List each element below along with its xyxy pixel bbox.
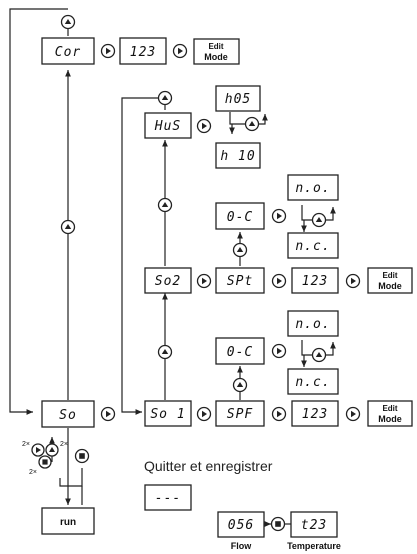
node-so2-oc: 0-C — [215, 202, 265, 230]
svg-text:Edit: Edit — [382, 404, 397, 413]
node-edit-mode-so1: Edit Mode — [367, 400, 413, 427]
node-so1-oc: 0-C — [215, 337, 265, 365]
up-arrow-circle-icon — [311, 347, 327, 363]
svg-text:Mode: Mode — [204, 52, 228, 62]
node-so2-value: 123 — [291, 267, 339, 294]
right-arrow-circle-icon — [271, 343, 287, 359]
svg-text:t23: t23 — [301, 518, 327, 533]
node-cor-value: 123 — [119, 37, 167, 65]
right-arrow-circle-icon — [196, 406, 212, 422]
svg-text:h 10: h 10 — [220, 149, 255, 164]
svg-text:056: 056 — [228, 518, 254, 533]
svg-text:0-C: 0-C — [227, 210, 253, 225]
node-cor: Cor — [41, 37, 95, 65]
quit-save-label: Quitter et enregistrer — [144, 458, 273, 474]
up-arrow-circle-icon — [311, 212, 327, 228]
svg-text:---: --- — [155, 491, 181, 506]
svg-text:123: 123 — [302, 274, 328, 289]
svg-text:Mode: Mode — [378, 281, 402, 291]
right-arrow-circle-icon — [31, 443, 45, 457]
right-arrow-circle-icon — [196, 273, 212, 289]
right-arrow-circle-icon — [345, 406, 361, 422]
node-so1-nc: n.c. — [287, 368, 339, 395]
svg-text:Edit: Edit — [382, 271, 397, 280]
connector-lines — [9, 8, 336, 505]
node-so1: So 1 — [144, 400, 192, 427]
svg-text:n.c.: n.c. — [295, 239, 330, 254]
node-so2-nc: n.c. — [287, 232, 339, 259]
svg-text:0-C: 0-C — [227, 345, 253, 360]
node-dashes: --- — [144, 484, 192, 511]
node-edit-mode-so2: Edit Mode — [367, 267, 413, 294]
node-h10: h 10 — [215, 142, 261, 169]
flow-label: Flow — [231, 541, 252, 551]
up-arrow-circle-icon — [232, 377, 248, 393]
svg-text:run: run — [60, 517, 76, 528]
up-arrow-circle-icon — [157, 90, 173, 106]
node-h05: h05 — [215, 85, 261, 112]
svg-text:So 1: So 1 — [150, 407, 185, 422]
up-arrow-circle-icon — [60, 219, 76, 235]
node-hus: HuS — [144, 112, 192, 139]
times-two-label: 2× — [22, 441, 30, 448]
up-arrow-circle-icon — [232, 242, 248, 258]
svg-text:n.o.: n.o. — [295, 181, 330, 196]
node-so1-no: n.o. — [287, 310, 339, 337]
svg-text:Cor: Cor — [55, 45, 81, 60]
node-so: So — [41, 400, 95, 428]
right-arrow-circle-icon — [172, 43, 188, 59]
stop-square-circle-icon — [74, 448, 90, 464]
svg-text:123: 123 — [302, 407, 328, 422]
node-so2-no: n.o. — [287, 174, 339, 201]
svg-text:HuS: HuS — [154, 119, 181, 134]
node-so1-value: 123 — [291, 400, 339, 427]
stop-square-circle-icon — [270, 516, 286, 532]
stop-square-circle-icon — [38, 455, 52, 469]
up-arrow-circle-icon — [157, 344, 173, 360]
times-two-label: 2× — [29, 469, 37, 476]
node-edit-mode-cor: Edit Mode — [193, 38, 240, 65]
right-arrow-circle-icon — [345, 273, 361, 289]
svg-text:n.o.: n.o. — [295, 317, 330, 332]
svg-text:SPt: SPt — [227, 274, 253, 289]
svg-text:123: 123 — [130, 45, 156, 60]
svg-text:So2: So2 — [155, 274, 181, 289]
svg-text:Mode: Mode — [378, 414, 402, 424]
right-arrow-circle-icon — [100, 406, 116, 422]
node-temp-value: t23 — [290, 511, 338, 538]
right-arrow-circle-icon — [196, 118, 212, 134]
svg-text:n.c.: n.c. — [295, 375, 330, 390]
svg-text:Edit: Edit — [208, 42, 223, 51]
up-arrow-circle-icon — [60, 14, 76, 30]
svg-text:SPF: SPF — [227, 407, 254, 422]
node-flow-value: 056 — [217, 511, 265, 538]
right-arrow-circle-icon — [100, 43, 116, 59]
node-spf: SPF — [215, 400, 265, 427]
temperature-label: Temperature — [287, 541, 341, 551]
node-spt: SPt — [215, 267, 265, 294]
up-arrow-circle-icon — [157, 197, 173, 213]
right-arrow-circle-icon — [271, 208, 287, 224]
up-arrow-circle-icon — [45, 443, 59, 457]
svg-text:h05: h05 — [225, 92, 251, 107]
times-two-label: 2× — [60, 441, 68, 448]
right-arrow-circle-icon — [271, 406, 287, 422]
up-arrow-circle-icon — [244, 116, 260, 132]
node-run: run — [41, 507, 95, 535]
svg-text:So: So — [59, 408, 77, 423]
right-arrow-circle-icon — [271, 273, 287, 289]
node-so2: So2 — [144, 267, 192, 294]
